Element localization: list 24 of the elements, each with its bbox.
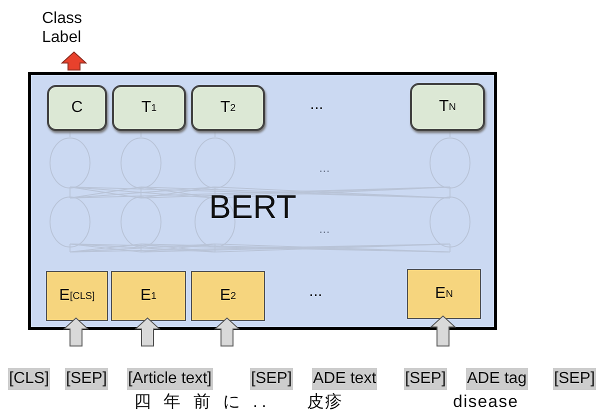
output-box: C <box>47 85 107 131</box>
block-arrow <box>60 51 88 70</box>
token-chip: [SEP] <box>404 368 447 390</box>
token-chip: ADE text <box>312 368 378 390</box>
model-box <box>28 72 497 330</box>
token-text: 皮疹 <box>307 392 343 412</box>
token-chip: [SEP] <box>553 368 596 390</box>
ellipsis: ... <box>319 221 330 236</box>
token-chip: [SEP] <box>250 368 293 390</box>
ellipsis: ... <box>319 160 330 175</box>
token-text: disease <box>453 392 519 412</box>
token-chip: [CLS] <box>8 368 50 390</box>
ellipsis: ... <box>310 96 324 114</box>
token-text: 四 年 前 に .. <box>134 392 270 412</box>
token-chip: [SEP] <box>65 368 108 390</box>
output-label: Class Label <box>42 4 98 52</box>
token-chip: ADE tag <box>466 368 528 390</box>
block-arrow <box>134 317 161 346</box>
token-chip: [Article text] <box>127 368 213 390</box>
ellipsis: ... <box>309 283 322 301</box>
block-arrow <box>214 317 240 346</box>
model-title: BERT <box>209 188 296 226</box>
block-arrow <box>62 317 90 346</box>
block-arrow <box>430 315 456 346</box>
